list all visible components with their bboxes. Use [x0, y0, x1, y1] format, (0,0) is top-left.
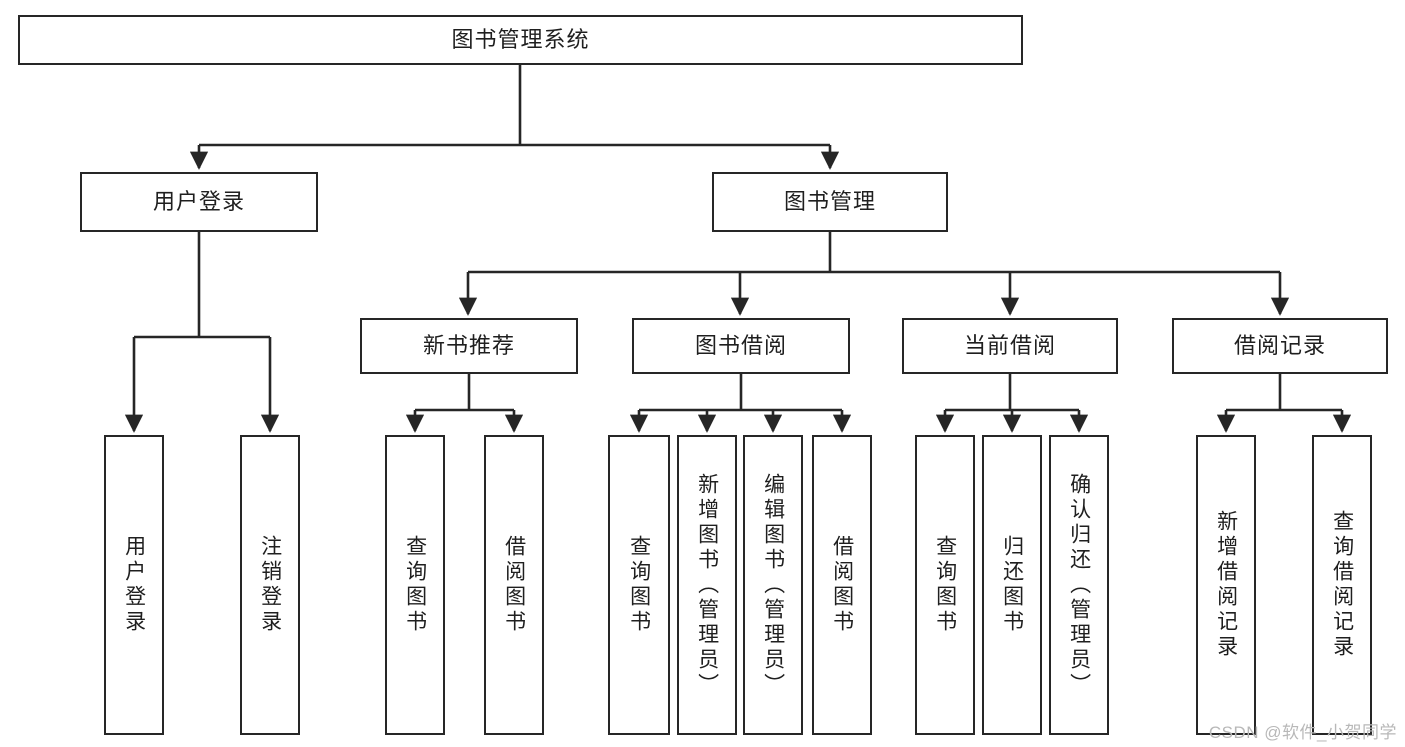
leaf-query-book-current-label: 查询图书: [933, 535, 957, 635]
leaf-logout[interactable]: 注销登录: [240, 435, 300, 735]
leaf-logout-label: 注销登录: [258, 535, 282, 635]
leaf-query-book-borrow-label: 查询图书: [627, 535, 651, 635]
node-book-borrow[interactable]: 图书借阅: [632, 318, 850, 374]
leaf-borrow-book-borrow-label: 借阅图书: [830, 535, 854, 635]
leaf-borrow-book-recommend-label: 借阅图书: [502, 535, 526, 635]
node-root-label: 图书管理系统: [451, 26, 590, 52]
node-borrow-record-label: 借阅记录: [1233, 332, 1326, 358]
node-new-book-recommend[interactable]: 新书推荐: [360, 318, 578, 374]
leaf-return-book-label: 归还图书: [1000, 535, 1024, 635]
leaf-user-login-label: 用户登录: [122, 535, 146, 635]
node-root[interactable]: 图书管理系统: [18, 15, 1023, 65]
leaf-query-book-borrow[interactable]: 查询图书: [608, 435, 670, 735]
leaf-add-borrow-record-label: 新增借阅记录: [1214, 510, 1238, 660]
node-user-login[interactable]: 用户登录: [80, 172, 318, 232]
leaf-add-book-admin[interactable]: 新增图书（管理员）: [677, 435, 737, 735]
leaf-add-borrow-record[interactable]: 新增借阅记录: [1196, 435, 1256, 735]
leaf-borrow-book-recommend[interactable]: 借阅图书: [484, 435, 544, 735]
leaf-query-borrow-record[interactable]: 查询借阅记录: [1312, 435, 1372, 735]
node-book-manage-label: 图书管理: [783, 188, 876, 214]
leaf-query-book-recommend-label: 查询图书: [403, 535, 427, 635]
leaf-borrow-book-borrow[interactable]: 借阅图书: [812, 435, 872, 735]
leaf-edit-book-admin-label: 编辑图书（管理员）: [761, 472, 785, 698]
leaf-confirm-return-admin[interactable]: 确认归还（管理员）: [1049, 435, 1109, 735]
leaf-query-borrow-record-label: 查询借阅记录: [1330, 510, 1354, 660]
node-borrow-record[interactable]: 借阅记录: [1172, 318, 1388, 374]
node-book-manage[interactable]: 图书管理: [712, 172, 948, 232]
leaf-user-login[interactable]: 用户登录: [104, 435, 164, 735]
node-current-borrow[interactable]: 当前借阅: [902, 318, 1118, 374]
node-user-login-label: 用户登录: [152, 188, 245, 214]
leaf-confirm-return-admin-label: 确认归还（管理员）: [1067, 472, 1091, 698]
leaf-return-book[interactable]: 归还图书: [982, 435, 1042, 735]
node-book-borrow-label: 图书借阅: [694, 332, 787, 358]
node-current-borrow-label: 当前借阅: [963, 332, 1056, 358]
leaf-query-book-recommend[interactable]: 查询图书: [385, 435, 445, 735]
leaf-add-book-admin-label: 新增图书（管理员）: [695, 472, 719, 698]
node-new-book-recommend-label: 新书推荐: [422, 332, 515, 358]
leaf-edit-book-admin[interactable]: 编辑图书（管理员）: [743, 435, 803, 735]
leaf-query-book-current[interactable]: 查询图书: [915, 435, 975, 735]
